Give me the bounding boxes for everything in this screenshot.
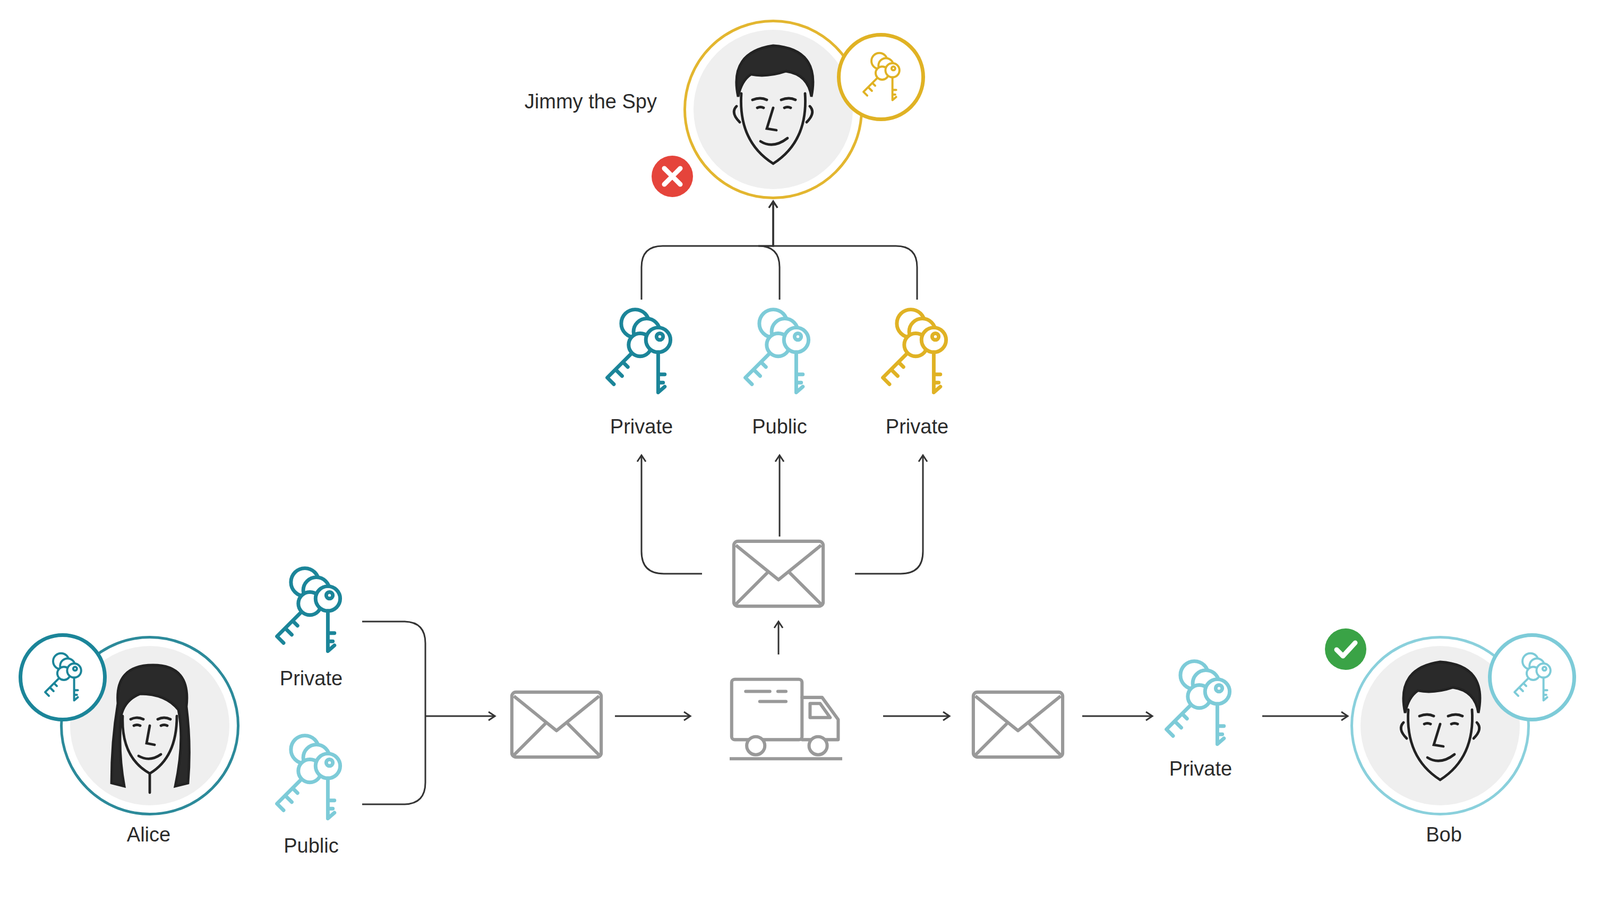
person-name: Bob — [1425, 822, 1462, 846]
key-label: Public — [283, 833, 339, 858]
key-node: Private — [858, 306, 976, 441]
key-icon — [41, 651, 89, 704]
key-icon — [1159, 658, 1243, 749]
key-label: Private — [279, 666, 343, 690]
key-node: Public — [721, 306, 838, 441]
key-label: Private — [610, 414, 673, 439]
accept-badge — [1323, 627, 1368, 671]
bracket — [362, 621, 426, 804]
envelope-icon — [733, 541, 824, 606]
reject-badge — [651, 155, 693, 198]
person-circle: Bob — [1350, 635, 1530, 816]
key-node: Private — [252, 565, 370, 692]
envelope-icon — [511, 691, 602, 757]
key-label: Private — [1169, 756, 1232, 781]
key-icon — [876, 306, 959, 398]
key-badge — [18, 632, 107, 722]
key-icon — [859, 51, 907, 104]
key-node: Public — [252, 732, 370, 860]
person-circle: Alice — [60, 635, 240, 816]
key-icon — [270, 565, 353, 656]
flow-arrow — [777, 621, 780, 655]
flow-arrow — [425, 715, 495, 717]
connector-arrow — [758, 201, 780, 300]
key-badge — [836, 32, 926, 122]
key-icon — [1510, 651, 1558, 704]
flow-arrow — [614, 715, 691, 717]
key-badge — [1487, 632, 1577, 722]
flow-arrow — [641, 455, 703, 574]
flow-arrow — [779, 455, 781, 537]
truck-icon — [729, 679, 843, 759]
key-node: Private — [1142, 658, 1260, 783]
key-icon — [600, 306, 683, 398]
key-node: Private — [583, 306, 700, 441]
person-name: Jimmy the Spy — [524, 89, 657, 114]
flow-arrow — [1082, 715, 1153, 717]
key-label: Private — [885, 414, 949, 439]
connector-arrow — [773, 201, 918, 300]
flow-arrow — [854, 455, 923, 574]
flow-arrow — [883, 715, 950, 717]
person-circle: Jimmy the Spy — [683, 19, 863, 200]
key-label: Public — [751, 414, 808, 439]
key-icon — [738, 306, 821, 398]
key-icon — [270, 732, 353, 824]
portrait-ground — [693, 29, 853, 190]
portrait-sketch — [693, 29, 853, 190]
connector-arrow — [1262, 715, 1348, 717]
person-name: Alice — [126, 822, 171, 846]
envelope-icon — [973, 691, 1063, 757]
connector-arrow — [641, 201, 774, 300]
